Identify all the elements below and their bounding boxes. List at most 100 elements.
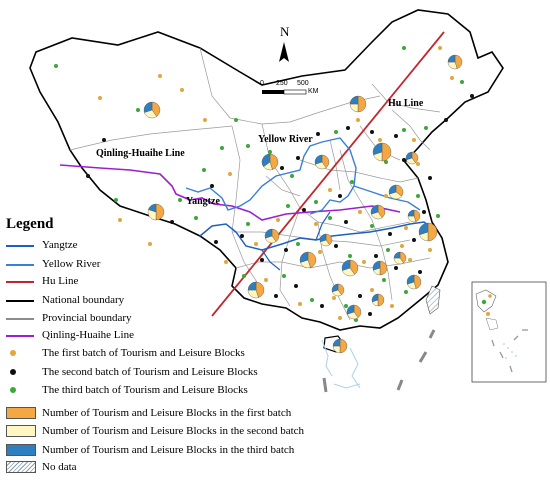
pie-slice	[151, 101, 161, 117]
batch-point	[290, 174, 294, 178]
pie-slice	[418, 222, 429, 236]
scale-label-250: 250	[276, 80, 288, 87]
batch-point	[394, 134, 398, 138]
legend-item: No data	[6, 459, 77, 475]
batch-point	[294, 284, 298, 288]
pie-marker	[371, 293, 385, 307]
batch-point	[344, 304, 348, 308]
pie-marker	[349, 95, 367, 113]
pie-slice	[255, 281, 265, 298]
batch-point	[98, 96, 102, 100]
batch-points	[54, 46, 474, 322]
batch-point	[246, 222, 250, 226]
batch-point	[362, 260, 366, 264]
pie-slice	[413, 209, 421, 222]
pie-marker	[447, 54, 463, 70]
legend-item: The third batch of Tourism and Leisure B…	[6, 382, 248, 398]
batch-point	[334, 244, 338, 248]
pie-slice	[346, 304, 355, 315]
pie-marker	[406, 274, 422, 290]
batch-point	[338, 316, 342, 320]
pie-marker	[393, 251, 407, 265]
pie-marker	[370, 204, 386, 220]
legend-symbol	[6, 407, 38, 419]
pie-slice	[427, 222, 438, 242]
batch-point	[374, 254, 378, 258]
legend-title: Legend	[6, 216, 54, 232]
legend-symbol	[6, 444, 38, 456]
pie-slice	[299, 251, 309, 263]
legend-symbol	[6, 312, 38, 324]
batch-point	[348, 254, 352, 258]
pie-marker	[341, 259, 359, 277]
batch-point	[284, 248, 288, 252]
batch-point	[314, 200, 318, 204]
batch-point	[404, 290, 408, 294]
batch-point	[254, 242, 258, 246]
batch-point	[318, 250, 322, 254]
batch-point	[86, 174, 90, 178]
batch-point	[338, 194, 342, 198]
qinling-huaihe-label: Qinling-Huaihe Line	[96, 148, 185, 159]
pie-slice	[377, 293, 385, 307]
batch-point	[178, 198, 182, 202]
batch-point	[180, 88, 184, 92]
pie-slice	[264, 228, 273, 239]
batch-point	[220, 146, 224, 150]
legend-item: Number of Tourism and Leisure Blocks in …	[6, 423, 304, 439]
inset-map	[471, 281, 547, 383]
batch-point	[310, 298, 314, 302]
batch-point	[102, 138, 106, 142]
north-arrow	[279, 42, 289, 62]
legend-label: Number of Tourism and Leisure Blocks in …	[42, 425, 305, 437]
legend-symbol	[6, 425, 38, 437]
batch-point	[368, 312, 372, 316]
batch-point	[402, 128, 406, 132]
batch-point	[302, 208, 306, 212]
scale-label-500: 500	[297, 80, 309, 87]
batch-point	[202, 168, 206, 172]
batch-point	[384, 160, 388, 164]
legend-symbol	[6, 384, 38, 396]
batch-point	[428, 248, 432, 252]
pie-slice	[261, 153, 271, 167]
legend-item: Yellow River	[6, 256, 100, 272]
batch-point	[438, 46, 442, 50]
batch-point	[54, 64, 58, 68]
pie-slice	[143, 101, 153, 113]
batch-point	[328, 216, 332, 220]
pie-slice	[372, 142, 383, 156]
batch-point	[158, 74, 162, 78]
batch-point	[280, 166, 284, 170]
legend-item: The first batch of Tourism and Leisure B…	[6, 345, 245, 361]
pie-marker	[319, 233, 333, 247]
batch-point	[370, 288, 374, 292]
batch-point	[194, 216, 198, 220]
legend-item: Number of Tourism and Leisure Blocks in …	[6, 442, 294, 458]
batch-point	[224, 260, 228, 264]
legend-symbol	[6, 294, 38, 306]
pie-marker	[332, 338, 348, 354]
batch-point	[118, 218, 122, 222]
batch-point	[242, 274, 246, 278]
batch-point	[408, 258, 412, 262]
pie-marker	[143, 101, 161, 119]
pie-slice	[341, 259, 351, 271]
batch-point	[470, 94, 474, 98]
batch-point	[350, 180, 354, 184]
pie-marker	[372, 142, 392, 162]
legend-label: Hu Line	[42, 275, 79, 287]
legend-label: No data	[42, 461, 77, 473]
batch-point	[416, 162, 420, 166]
legend-label: Provincial boundary	[42, 312, 132, 324]
batch-point	[298, 302, 302, 306]
scale-label-km: KM	[308, 88, 319, 95]
pie-slice	[406, 274, 415, 285]
legend-label: National boundary	[42, 294, 125, 306]
legend-symbol	[6, 239, 38, 251]
pie-marker	[299, 251, 317, 269]
batch-point	[286, 204, 290, 208]
legend-item: Qinling-Huaihe Line	[6, 327, 134, 343]
batch-point	[444, 118, 448, 122]
